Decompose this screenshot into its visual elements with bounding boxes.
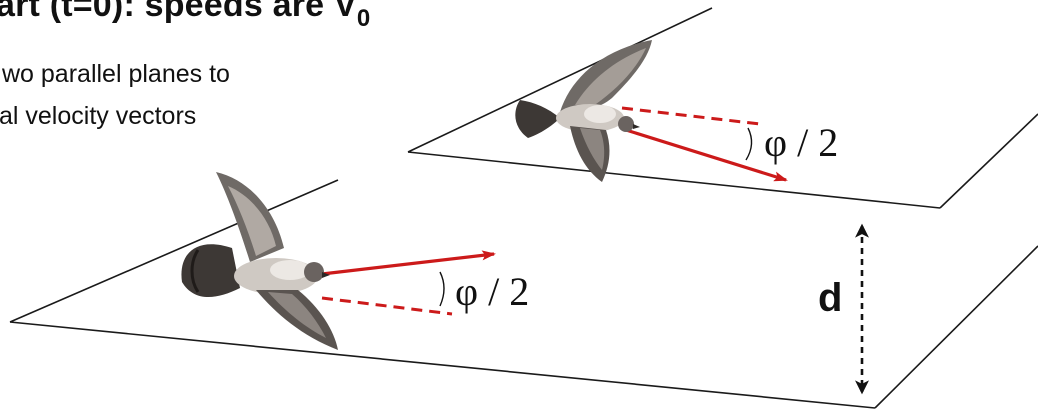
upper-plane [407, 7, 1038, 209]
caption-line-2: al velocity vectors [0, 102, 197, 130]
top-angle-arc [745, 127, 753, 161]
angle-label-bottom: φ / 2 [455, 269, 530, 314]
diagram-title: art (t=0): speeds are V0 [0, 0, 370, 32]
caption-line-1: wo parallel planes to [2, 60, 230, 88]
pigeon-top-icon [515, 40, 652, 182]
bottom-angle-arc [439, 271, 445, 307]
title-text: art (t=0): speeds are V [0, 0, 357, 24]
bottom-velocity-vector [321, 250, 496, 276]
top-velocity-vector [625, 128, 788, 182]
top-reference-dashed [621, 106, 761, 126]
pigeon-bottom-icon [181, 172, 338, 350]
bottom-reference-dashed [321, 296, 453, 316]
title-subscript: 0 [356, 5, 371, 32]
lower-plane [9, 179, 1038, 409]
angle-label-top: φ / 2 [764, 120, 839, 165]
distance-label: d [818, 276, 843, 320]
